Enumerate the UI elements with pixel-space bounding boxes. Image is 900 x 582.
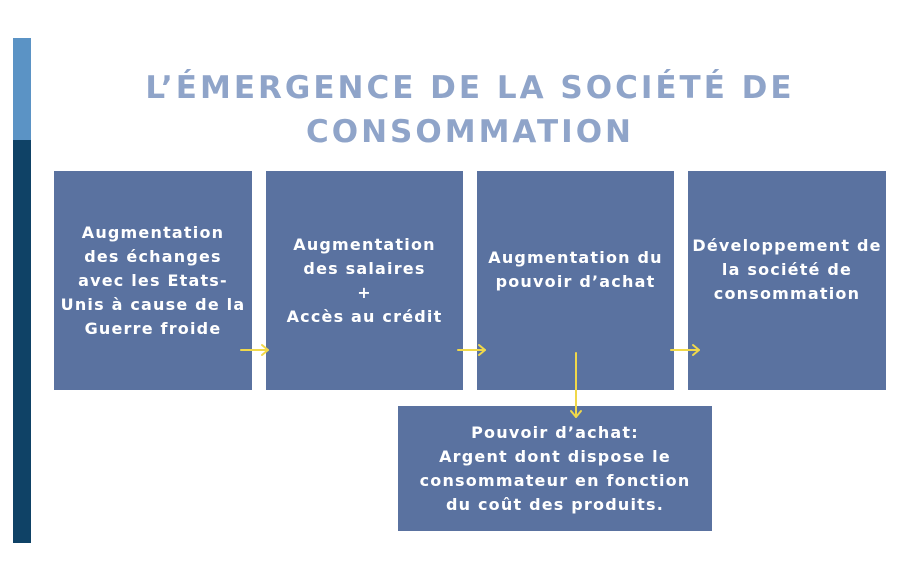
box-text-line: Guerre froide	[84, 318, 222, 338]
box-societe-consommation: Développement de la société de consommat…	[688, 171, 886, 390]
box-salaires-credit: Augmentation des salaires + Accès au cré…	[266, 171, 463, 390]
box-pouvoir-text: Augmentation du pouvoir d’achat	[488, 246, 663, 294]
box-salaires-text: Augmentation des salaires + Accès au cré…	[287, 233, 443, 329]
box-text-line: des salaires	[303, 258, 426, 278]
box-echanges-etats-unis: Augmentation des échanges avec les Etats…	[54, 171, 252, 390]
title-line-1: L’ÉMERGENCE DE LA SOCIÉTÉ DE	[145, 70, 795, 106]
page-title: L’ÉMERGENCE DE LA SOCIÉTÉ DE CONSOMMATIO…	[130, 66, 810, 154]
accent-bar-light	[13, 38, 31, 140]
box-text-line: Augmentation	[293, 234, 436, 254]
box-text-line: Augmentation	[81, 222, 225, 242]
box-text-line: Développement de	[692, 235, 882, 255]
box-text-line: Accès au crédit	[286, 306, 443, 326]
box-text-line: Argent dont dispose le	[439, 446, 671, 466]
box-text-line: pouvoir d’achat	[495, 271, 656, 291]
box-text-line: du coût des produits.	[445, 494, 664, 514]
title-line-2: CONSOMMATION	[306, 114, 634, 150]
box-definition-text: Pouvoir d’achat: Argent dont dispose le …	[420, 421, 691, 517]
box-text-line: +	[357, 282, 372, 302]
box-echanges-text: Augmentation des échanges avec les Etats…	[61, 221, 246, 341]
box-text-line: consommation	[713, 283, 861, 303]
box-pouvoir-achat: Augmentation du pouvoir d’achat	[477, 171, 674, 390]
box-text-line: Pouvoir d’achat:	[471, 422, 639, 442]
box-text-line: des échanges	[84, 246, 222, 266]
box-text-line: la société de	[721, 259, 853, 279]
box-definition-pouvoir-achat: Pouvoir d’achat: Argent dont dispose le …	[398, 406, 712, 531]
accent-bar-dark	[13, 140, 31, 543]
box-societe-text: Développement de la société de consommat…	[692, 234, 881, 306]
box-text-line: Augmentation du	[488, 247, 663, 267]
box-text-line: Unis à cause de la	[60, 294, 246, 314]
box-text-line: avec les Etats-	[78, 270, 228, 290]
box-text-line: consommateur en fonction	[419, 470, 691, 490]
